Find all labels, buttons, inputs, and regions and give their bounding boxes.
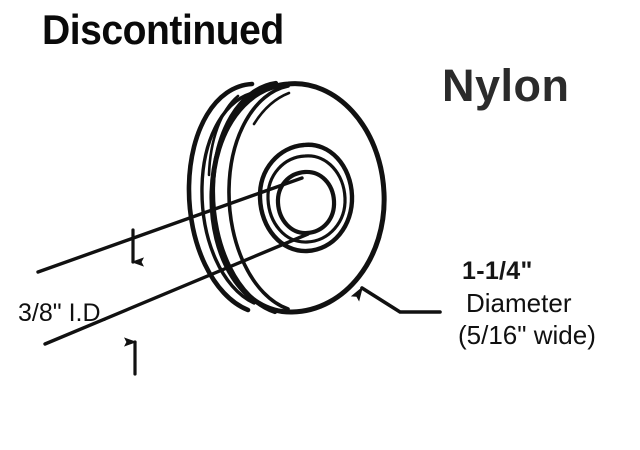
center-bore [275,169,337,236]
discontinued-label: Discontinued [42,6,284,53]
id-leader-line-upper [36,176,304,274]
outer-diameter-word: Diameter [466,288,572,318]
inner-diameter-callout [36,176,310,376]
width-label: (5/16" wide) [458,320,596,350]
inner-diameter-label: 3/8" I.D. [18,299,108,327]
back-face-rim [186,81,260,313]
front-face-rim [209,81,387,315]
id-leader-line-lower [43,232,310,346]
outer-diameter-value: 1-1/4" [462,257,533,285]
od-leader-line [350,286,442,314]
hub-boss [257,142,355,254]
roller-body [186,80,387,315]
outer-diameter-callout [350,286,442,314]
material-label: Nylon [442,60,570,111]
